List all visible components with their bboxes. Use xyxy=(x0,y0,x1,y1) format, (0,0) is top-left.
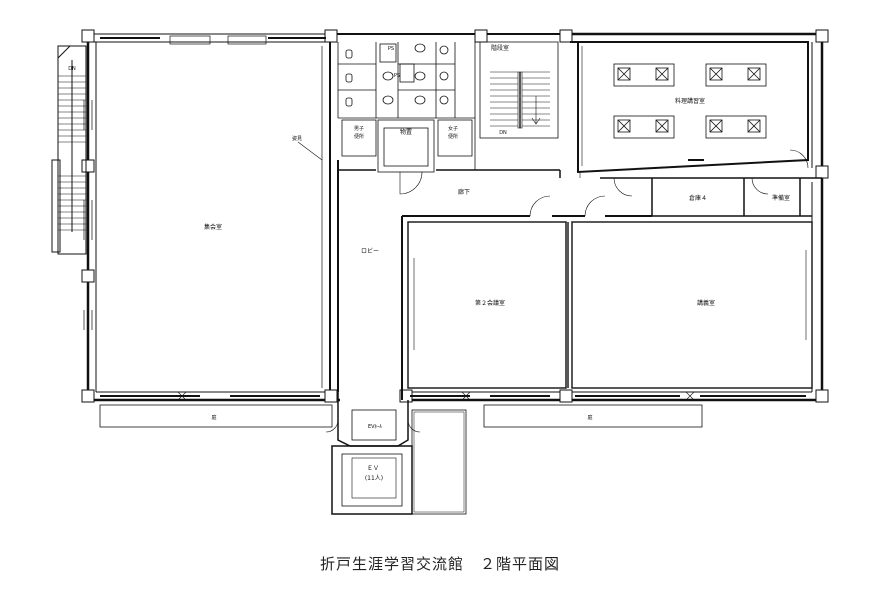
elevator-label-2: (11人) xyxy=(365,475,383,482)
corridor-label: 廊下 xyxy=(458,188,470,196)
stairwell xyxy=(479,41,559,139)
lecture-room-label: 講義室 xyxy=(697,299,715,307)
dn-left-label: DN xyxy=(68,66,76,72)
womens-toilet-label-2: 便所 xyxy=(448,133,458,140)
ps-label-2: PS xyxy=(394,73,400,79)
toilet-block xyxy=(337,42,476,173)
mens-toilet-label-1: 男子 xyxy=(354,125,364,132)
bottom-windows xyxy=(100,391,806,401)
womens-toilet-label-1: 女子 xyxy=(448,125,458,132)
elevator-area xyxy=(325,392,467,515)
elevator-label-1: ＥＶ xyxy=(367,465,379,472)
garden-left-label: 庭 xyxy=(211,414,216,421)
corridor-walls xyxy=(337,160,822,400)
plan-title: 折戸生涯学習交流館 ２階平面図 xyxy=(319,555,560,573)
ps-label-1: PS xyxy=(388,46,394,52)
left-exterior-stair xyxy=(51,45,87,255)
meeting-room-2-label: 第２会議室 xyxy=(475,299,505,307)
warehouse-4-label: 倉庫４ xyxy=(689,194,707,202)
exterior-walls xyxy=(86,32,824,402)
lobby-label: ロビー xyxy=(361,247,379,255)
top-windows xyxy=(100,35,326,45)
garden-right-label: 庭 xyxy=(587,414,592,421)
mens-toilet-label-2: 便所 xyxy=(354,133,364,140)
room-labels: 集会室 ロビー 第２会議室 講義室 料理講習室 階段室 物置 廊下 倉庫４ 準備… xyxy=(68,44,790,482)
left-wall-windows xyxy=(83,100,93,330)
viewing-window-label: 姿見 xyxy=(292,135,302,142)
cooking-room-label: 料理講習室 xyxy=(675,97,705,105)
ev-hall-label: EVﾎｰﾙ xyxy=(368,424,383,430)
prep-room-label: 準備室 xyxy=(772,194,790,202)
gardens xyxy=(99,404,703,428)
stairwell-label: 階段室 xyxy=(491,44,509,52)
cooking-room xyxy=(570,41,809,174)
assembly-hall-label: 集会室 xyxy=(204,223,222,231)
meeting-lecture-rooms xyxy=(407,221,813,389)
dn-stair-label: DN xyxy=(499,130,507,136)
storage-label: 物置 xyxy=(400,128,412,136)
